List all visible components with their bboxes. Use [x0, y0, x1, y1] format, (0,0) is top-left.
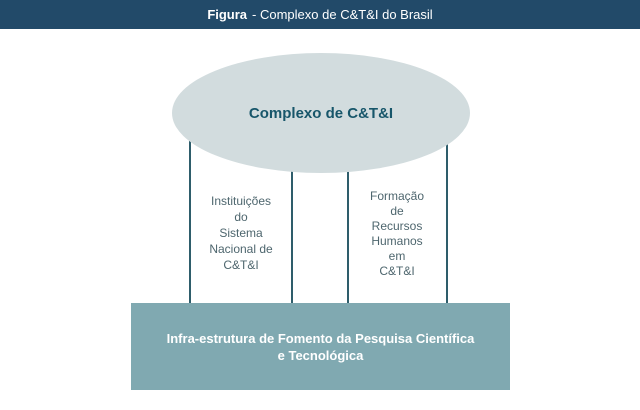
right-branch-line: de — [390, 204, 404, 218]
infrastructure-box: Infra-estrutura de Fomento da Pesquisa C… — [131, 303, 510, 390]
complexo-ellipse: Complexo de C&T&I — [172, 53, 470, 173]
left-branch-line: Sistema — [219, 226, 263, 240]
right-branch-line: Recursos — [371, 219, 423, 233]
left-branch-label: Instituições do Sistema Nacional de C&T&… — [181, 193, 301, 273]
right-branch-line: Humanos — [371, 234, 423, 248]
figure-title-bar: Figura - Complexo de C&T&I do Brasil — [0, 0, 640, 29]
right-branch-line: em — [388, 249, 406, 263]
connector-line-4 — [446, 115, 448, 303]
infrastructure-label-line: Infra-estrutura de Fomento da Pesquisa C… — [166, 330, 475, 346]
left-branch-line: Nacional de — [209, 242, 273, 256]
connector-line-1 — [189, 115, 191, 303]
connector-line-3 — [347, 115, 349, 303]
ellipse-label: Complexo de C&T&I — [248, 104, 394, 122]
figure-title-text: - Complexo de C&T&I do Brasil — [252, 7, 433, 22]
right-branch-line: Formação — [369, 189, 425, 203]
right-branch-label: Formação de Recursos Humanos em C&T&I — [337, 189, 457, 279]
connector-line-2 — [291, 115, 293, 303]
left-branch-line: Instituições — [210, 194, 272, 208]
left-branch-line: C&T&I — [223, 258, 259, 272]
infrastructure-label-line: e Tecnológica — [277, 347, 364, 363]
left-branch-line: do — [234, 210, 248, 224]
right-branch-line: C&T&I — [379, 264, 415, 278]
figure-title-label: Figura — [207, 7, 248, 22]
